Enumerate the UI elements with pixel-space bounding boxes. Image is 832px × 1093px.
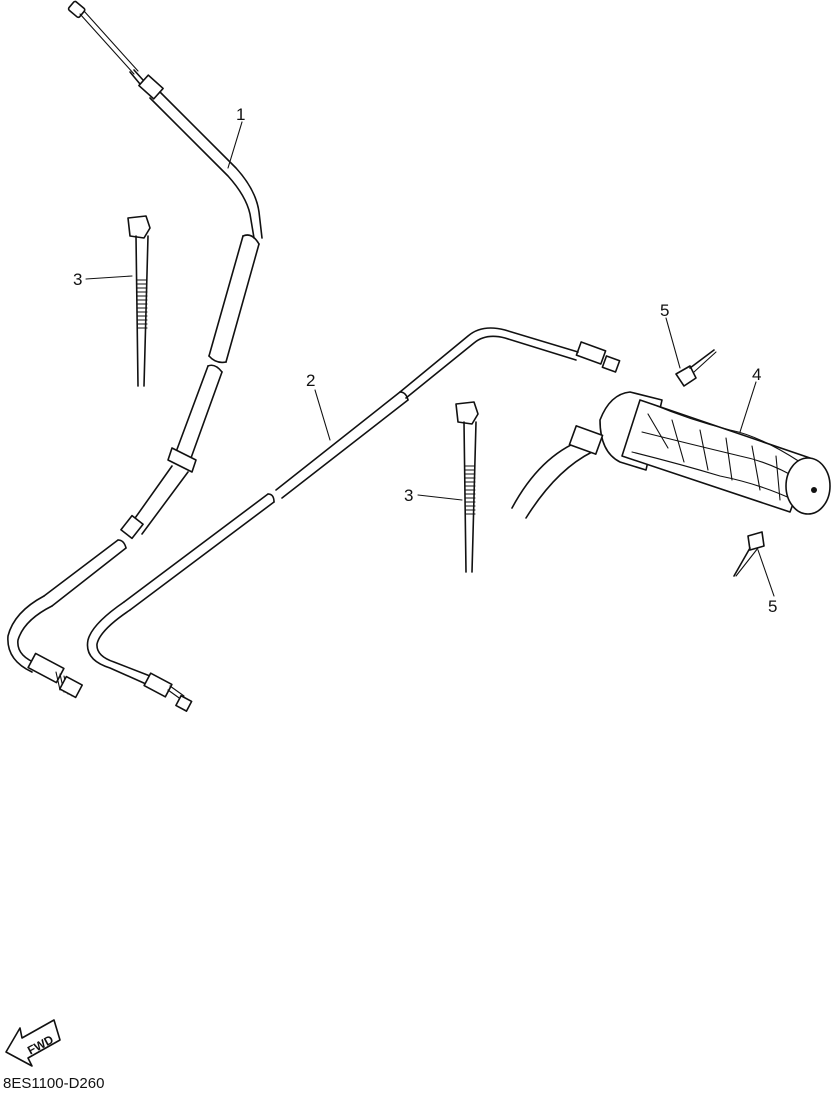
callout-leaders bbox=[85, 121, 775, 597]
callout-2: 2 bbox=[306, 371, 315, 390]
callout-3-left: 3 bbox=[73, 270, 82, 289]
diagram-code: 8ES1100-D260 bbox=[3, 1075, 105, 1092]
callout-5-lower: 5 bbox=[768, 597, 777, 616]
cable-tie-right bbox=[455, 401, 479, 573]
cable-tie-left bbox=[127, 215, 151, 387]
cable-1 bbox=[7, 0, 263, 699]
fwd-arrow-icon: FWD bbox=[5, 1019, 61, 1067]
screw-upper bbox=[675, 349, 717, 387]
callout-3-right: 3 bbox=[404, 486, 413, 505]
screw-lower bbox=[733, 531, 765, 577]
callout-1: 1 bbox=[236, 105, 245, 124]
grip-assembly bbox=[511, 391, 831, 519]
callout-4: 4 bbox=[752, 365, 761, 384]
callout-5-upper: 5 bbox=[660, 301, 669, 320]
cable-2 bbox=[86, 327, 621, 712]
